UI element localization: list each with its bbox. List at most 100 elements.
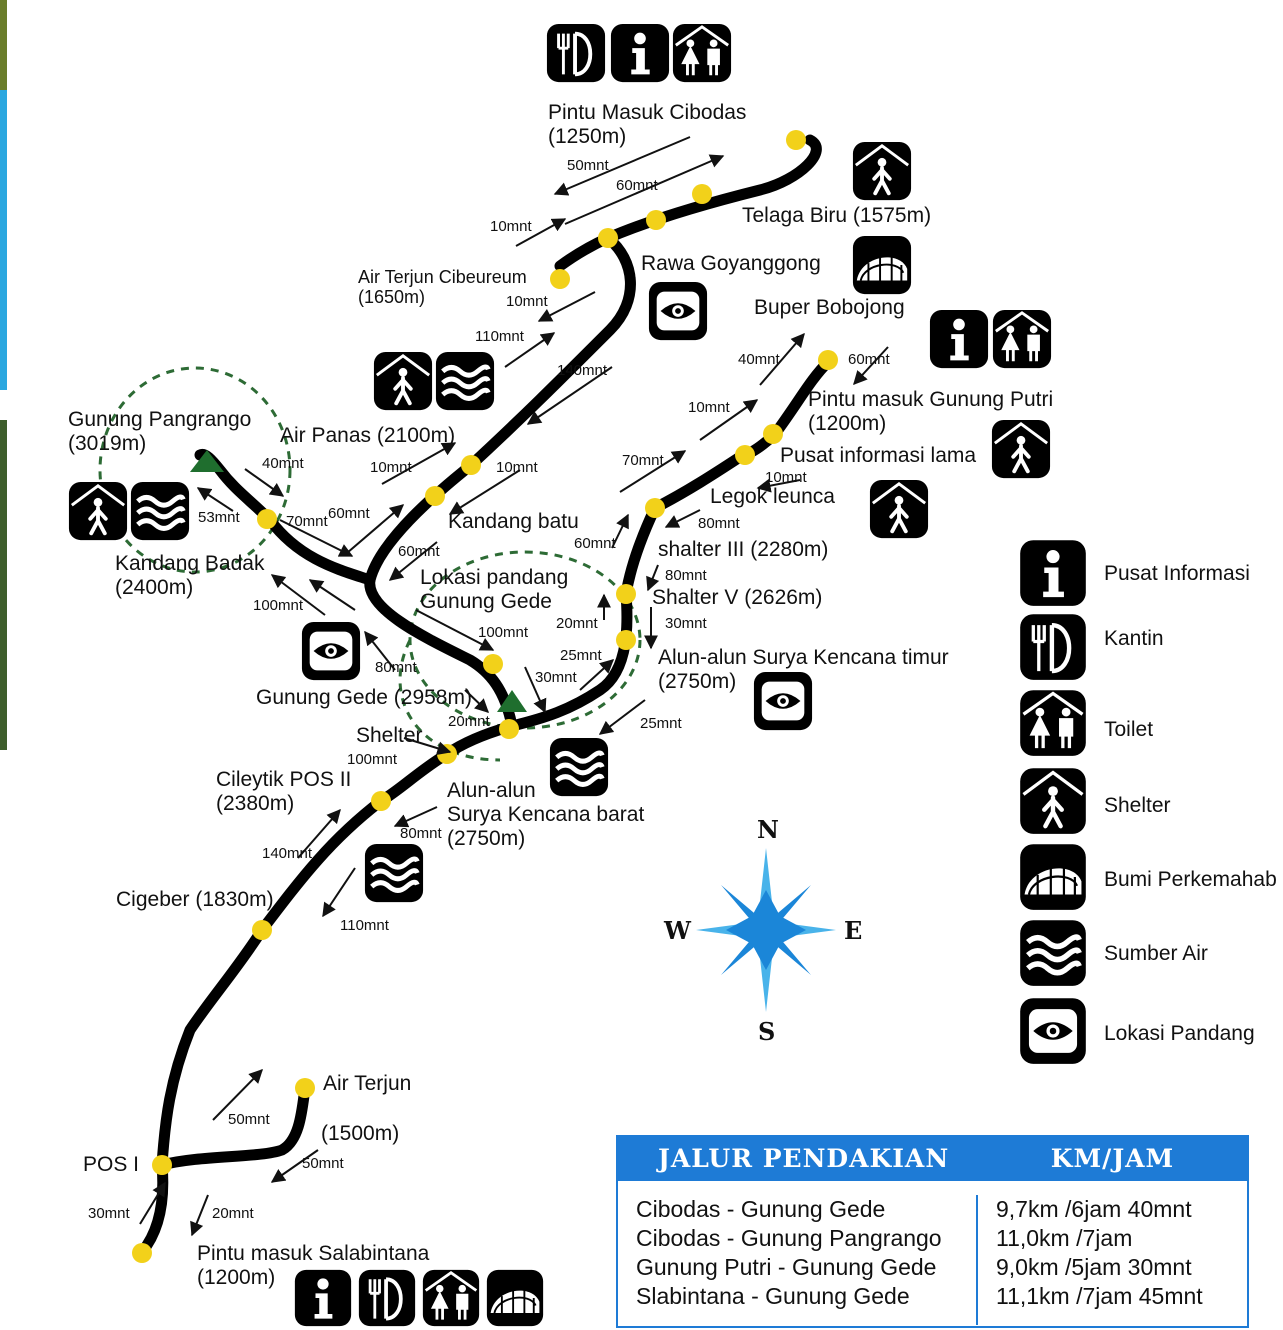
peak-gede-icon bbox=[497, 690, 527, 712]
time-label: 20mnt bbox=[448, 713, 491, 730]
time-label: 30mnt bbox=[535, 669, 578, 686]
label-salabintana: Pintu masuk Salabintana bbox=[197, 1242, 430, 1265]
toilet-icon bbox=[1018, 688, 1088, 758]
label-kandang-badak: Kandang Badak bbox=[115, 552, 265, 575]
label-gede: Gunung Gede (2958m) bbox=[256, 686, 472, 709]
shelter-icon bbox=[851, 140, 913, 202]
label-lokasi-pandang-2: Gunung Gede bbox=[420, 590, 552, 613]
time-labels: 50mnt 60mnt 10mnt 10mnt 110mnt 140mnt 40… bbox=[88, 157, 891, 1222]
trail-lines bbox=[136, 134, 834, 1258]
toilet-icon bbox=[991, 308, 1053, 370]
label-shelter: Shelter bbox=[356, 724, 423, 747]
canteen-icon bbox=[1020, 614, 1086, 680]
water-icon bbox=[365, 844, 423, 902]
legend-label: Toilet bbox=[1104, 718, 1153, 741]
canteen-icon bbox=[357, 1268, 417, 1328]
label-pangrango: Gunung Pangrango bbox=[68, 408, 251, 431]
label-pintu-cibodas: Pintu Masuk Cibodas bbox=[548, 101, 746, 124]
time-label: 60mnt bbox=[616, 177, 659, 194]
time-label: 10mnt bbox=[506, 293, 549, 310]
compass-s: S bbox=[758, 1017, 775, 1046]
time-label: 10mnt bbox=[496, 459, 539, 476]
waypoints bbox=[132, 130, 838, 1263]
shelter-icon bbox=[868, 478, 930, 540]
legend-label: Shelter bbox=[1104, 794, 1171, 817]
time-label: 10mnt bbox=[490, 218, 533, 235]
water-icon bbox=[436, 352, 494, 410]
left-edge-strip-blue bbox=[0, 90, 7, 390]
label-alun-barat-2: Surya Kencana barat bbox=[447, 803, 644, 826]
table-body: Cibodas - Gunung Gede Cibodas - Gunung P… bbox=[618, 1181, 1247, 1325]
camp-icon bbox=[851, 234, 913, 296]
label-pos1: POS I bbox=[83, 1153, 139, 1176]
info-icon bbox=[929, 309, 989, 369]
legend-label: Kantin bbox=[1104, 627, 1164, 650]
time-label: 10mnt bbox=[688, 399, 731, 416]
label-alun-barat-elev: (2750m) bbox=[447, 827, 525, 850]
left-edge-strip-mid bbox=[0, 420, 7, 750]
legend: Pusat Informasi Kantin Toilet Shelter Bu… bbox=[1020, 540, 1277, 1064]
label-rawa: Rawa Goyanggong bbox=[641, 252, 821, 275]
time-label: 50mnt bbox=[228, 1111, 271, 1128]
peak-pangrango-icon bbox=[190, 450, 224, 472]
label-pintu-putri-elev: (1200m) bbox=[808, 412, 886, 435]
viewpoint-icon bbox=[301, 621, 361, 681]
legend-item: Shelter bbox=[1020, 768, 1171, 834]
time-label: 100mnt bbox=[253, 597, 304, 614]
table-header-route: JALUR PENDAKIAN bbox=[658, 1144, 950, 1173]
legend-item: Sumber Air bbox=[1020, 920, 1208, 986]
label-cigeber: Cigeber (1830m) bbox=[116, 888, 274, 911]
legend-item: Pusat Informasi bbox=[1020, 540, 1250, 606]
direction-arrows bbox=[139, 136, 889, 1237]
table-cell-route: Cibodas - Gunung Pangrango bbox=[636, 1225, 942, 1251]
summit-rings bbox=[98, 366, 642, 762]
table-cell-value: 9,7km /6jam 40mnt bbox=[996, 1196, 1192, 1222]
trail-air-terjun bbox=[156, 1082, 311, 1171]
table-cell-route: Cibodas - Gunung Gede bbox=[636, 1196, 886, 1222]
compass-w: W bbox=[663, 916, 692, 945]
time-label: 80mnt bbox=[665, 567, 708, 584]
time-label: 25mnt bbox=[560, 647, 603, 664]
legend-label: Lokasi Pandang bbox=[1104, 1022, 1255, 1045]
viewpoint-icon bbox=[648, 281, 708, 341]
viewpoint-icon bbox=[1020, 998, 1086, 1064]
label-legok: Legok leunca bbox=[710, 485, 835, 508]
peak-markers bbox=[190, 450, 527, 712]
camp-icon bbox=[485, 1268, 545, 1328]
trail-cibodas bbox=[554, 134, 822, 272]
label-alun-timur: Alun-alun Surya Kencana timur bbox=[658, 646, 949, 669]
time-label: 60mnt bbox=[848, 351, 891, 368]
time-label: 50mnt bbox=[302, 1155, 345, 1172]
toilet-icon bbox=[671, 22, 733, 84]
label-air-terjun-cibeureum-elev: (1650m) bbox=[358, 287, 425, 307]
time-label: 20mnt bbox=[212, 1205, 255, 1222]
info-icon bbox=[294, 1269, 352, 1327]
shelter-icon bbox=[990, 418, 1052, 480]
left-edge-strip-top bbox=[0, 0, 7, 90]
info-icon bbox=[610, 23, 670, 83]
time-label: 140mnt bbox=[262, 845, 313, 862]
shelter-icon bbox=[1020, 768, 1086, 834]
viewpoint-icon bbox=[753, 671, 813, 731]
legend-item: Bumi Perkemahab bbox=[1019, 843, 1277, 911]
compass-rose: N S W E bbox=[663, 815, 862, 1046]
time-label: 70mnt bbox=[286, 513, 329, 530]
time-label: 50mnt bbox=[567, 157, 610, 174]
time-label: 140mnt bbox=[557, 362, 608, 379]
label-shalter5: Shalter V (2626m) bbox=[652, 586, 822, 609]
label-buper: Buper Bobojong bbox=[754, 296, 905, 319]
water-icon bbox=[1020, 920, 1086, 986]
info-icon bbox=[1020, 540, 1086, 606]
label-pangrango-elev: (3019m) bbox=[68, 432, 146, 455]
time-label: 80mnt bbox=[698, 515, 741, 532]
camp-icon bbox=[1019, 843, 1087, 911]
label-kandang-batu: Kandang batu bbox=[448, 510, 579, 533]
time-label: 110mnt bbox=[340, 917, 390, 934]
label-alun-barat-1: Alun-alun bbox=[447, 779, 536, 802]
time-label: 70mnt bbox=[622, 452, 665, 469]
shelter-icon bbox=[372, 350, 434, 412]
label-cileytik: Cileytik POS II bbox=[216, 768, 351, 791]
time-label: 40mnt bbox=[262, 455, 305, 472]
time-label: 30mnt bbox=[665, 615, 708, 632]
